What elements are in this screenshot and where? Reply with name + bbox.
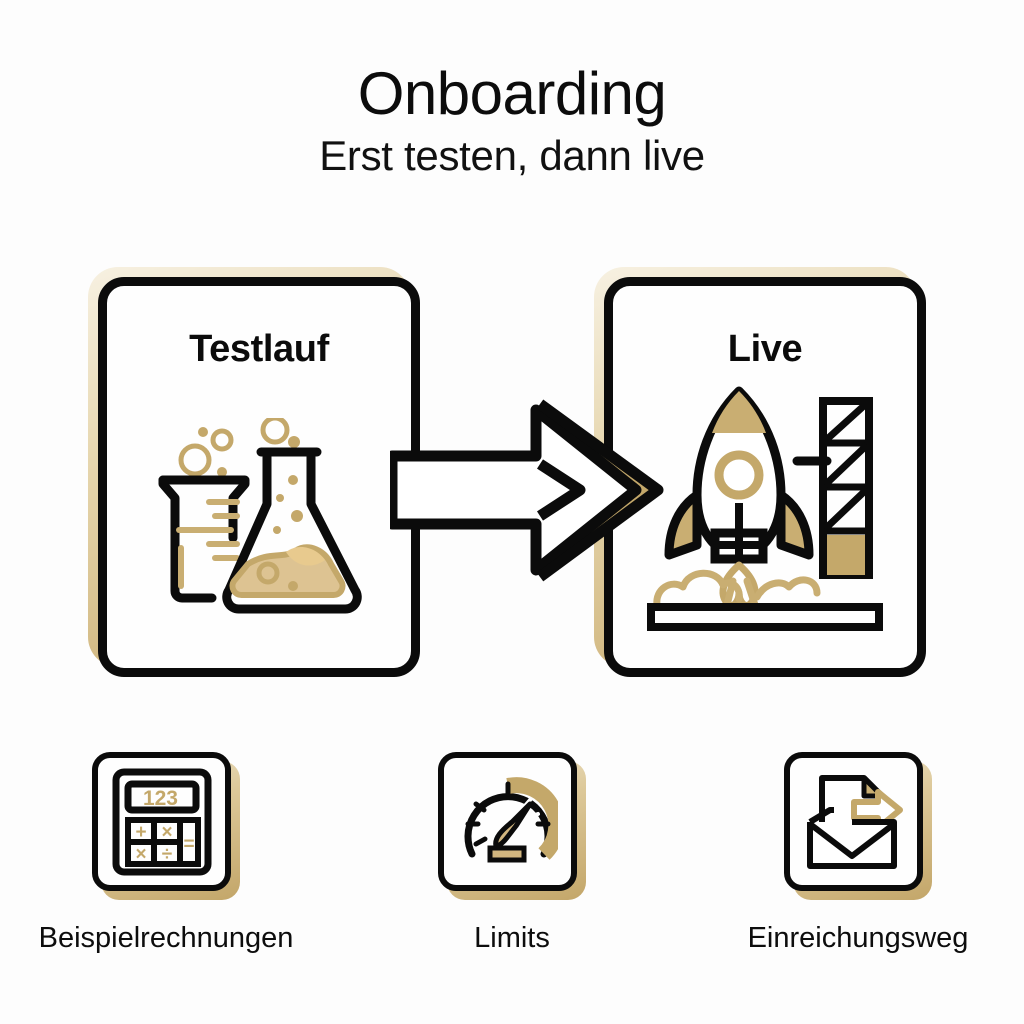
- svg-text:=: =: [183, 834, 194, 855]
- feature-einreichungsweg[interactable]: Einreichungsweg: [748, 752, 968, 955]
- calculator-icon[interactable]: 123 + × × ÷ =: [92, 752, 231, 891]
- envelope-document-arrow-icon[interactable]: [784, 752, 923, 891]
- gauge-icon[interactable]: [438, 752, 577, 891]
- calculator-display-value: 123: [142, 787, 177, 810]
- svg-text:×: ×: [135, 844, 146, 865]
- feature-icon-box: [438, 752, 586, 900]
- rocket-launch-icon: [647, 383, 883, 638]
- svg-text:+: +: [135, 822, 146, 843]
- lab-beaker-flask-icon: [149, 415, 369, 638]
- card-testlauf-title: Testlauf: [189, 328, 329, 370]
- feature-beispielrechnungen[interactable]: 123 + × × ÷ =: [39, 752, 293, 955]
- feature-icon-box: [784, 752, 932, 900]
- header: Onboarding Erst testen, dann live: [0, 62, 1024, 179]
- feature-label: Beispielrechnungen: [38, 922, 294, 954]
- feature-label: Einreichungsweg: [747, 922, 969, 954]
- card-live-title: Live: [727, 328, 803, 370]
- feature-label: Limits: [474, 922, 550, 954]
- page-subtitle: Erst testen, dann live: [319, 132, 705, 179]
- card-live[interactable]: Live: [604, 277, 926, 677]
- right-arrow-icon: [386, 398, 670, 583]
- svg-text:×: ×: [161, 822, 172, 843]
- feature-icon-box: 123 + × × ÷ =: [92, 752, 240, 900]
- svg-text:÷: ÷: [161, 844, 171, 865]
- card-testlauf[interactable]: Testlauf: [98, 277, 420, 677]
- feature-limits[interactable]: Limits: [407, 752, 617, 955]
- page-title: Onboarding: [357, 60, 667, 127]
- feature-list: 123 + × × ÷ =: [0, 752, 1024, 955]
